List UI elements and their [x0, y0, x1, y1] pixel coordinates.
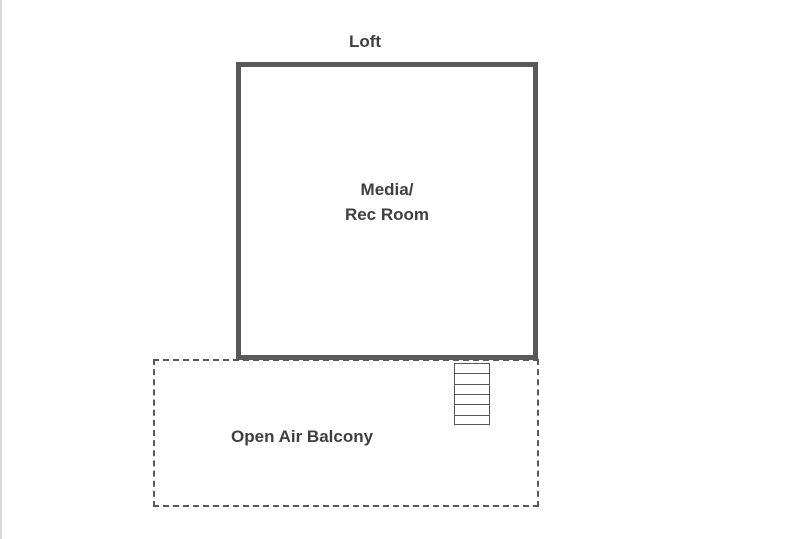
floor-title: Loft [348, 32, 382, 51]
staircase [454, 363, 490, 425]
media-rec-room-label-line2: Rec Room [344, 205, 430, 224]
stair-step [455, 414, 489, 416]
media-rec-room: Media/ Rec Room [236, 62, 538, 360]
stair-step [455, 383, 489, 385]
media-rec-room-label-line1: Media/ [360, 180, 414, 199]
stair-step [455, 404, 489, 406]
left-border-line [0, 0, 2, 539]
stair-step [455, 373, 489, 375]
media-rec-room-label: Media/ Rec Room [241, 177, 533, 227]
open-air-balcony: Open Air Balcony [153, 359, 539, 507]
stair-step [455, 394, 489, 395]
balcony-label: Open Air Balcony [231, 427, 374, 446]
